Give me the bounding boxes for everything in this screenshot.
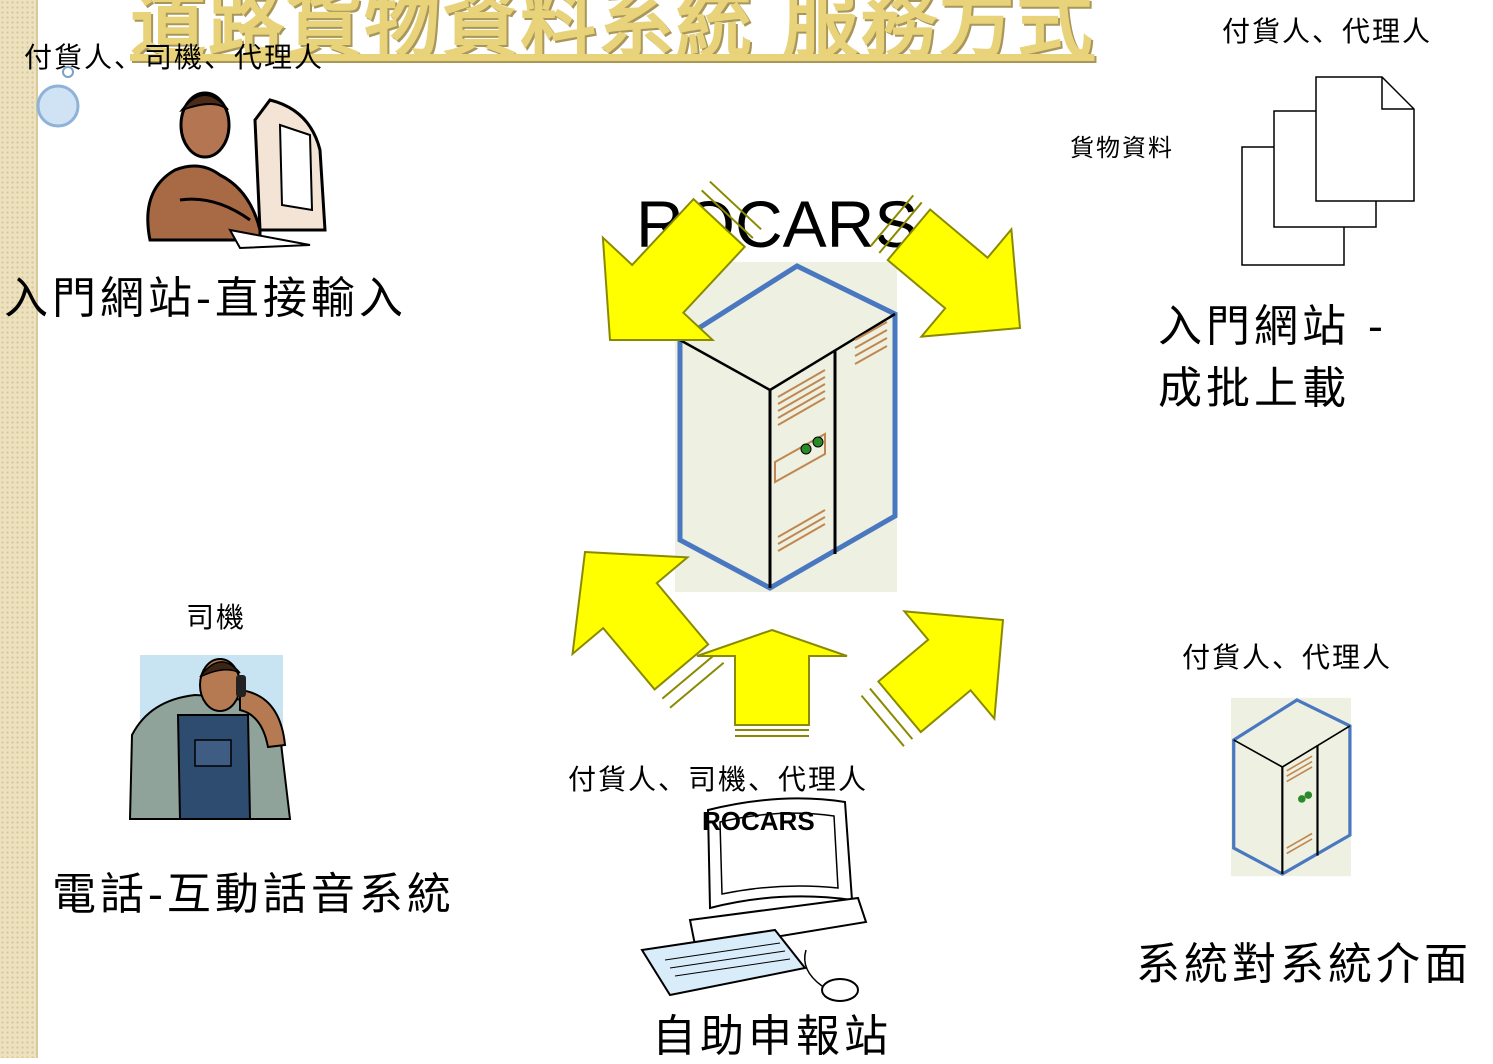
- arrow-bottom: [696, 628, 848, 737]
- office-worker-clipart-icon: [146, 91, 327, 250]
- central-server-icon: [675, 262, 898, 592]
- documents-stack-icon: [1241, 76, 1415, 266]
- remote-server-icon: [1231, 697, 1352, 877]
- role-label-system-interface: 付貨人、代理人: [1182, 641, 1393, 674]
- label-batch-upload-line1: 入門網站 -: [1158, 301, 1387, 352]
- kiosk-computer-icon: [640, 797, 868, 1002]
- role-label-web-direct: 付貨人、司機、代理人: [24, 41, 325, 74]
- role-label-kiosk: 付貨人、司機、代理人: [568, 763, 869, 796]
- arrow-top-left: [601, 180, 762, 342]
- arrow-bottom-left: [571, 550, 725, 709]
- role-label-batch-upload: 付貨人、代理人: [1222, 15, 1433, 48]
- label-kiosk: 自助申報站: [652, 1011, 892, 1062]
- label-ivrs: 電話-互動話音系統: [52, 869, 455, 920]
- arrow-top-right: [870, 194, 1022, 338]
- label-web-direct-input: 入門網站-直接輸入: [4, 273, 407, 324]
- arrow-bottom-right: [860, 610, 1005, 747]
- cargo-data-label: 貨物資料: [1070, 134, 1174, 162]
- label-batch-upload-line2: 成批上載: [1158, 363, 1350, 414]
- label-system-interface: 系統對系統介面: [1136, 939, 1472, 990]
- driver-on-phone-icon: [128, 655, 292, 820]
- role-label-ivrs: 司機: [186, 601, 247, 634]
- bubble-icon: [36, 66, 80, 128]
- slide-title: 道路貨物資料系統 服務方式: [130, 0, 1095, 68]
- decorative-sidebar: [0, 0, 38, 1058]
- kiosk-screen-label: ROCARS: [702, 806, 815, 836]
